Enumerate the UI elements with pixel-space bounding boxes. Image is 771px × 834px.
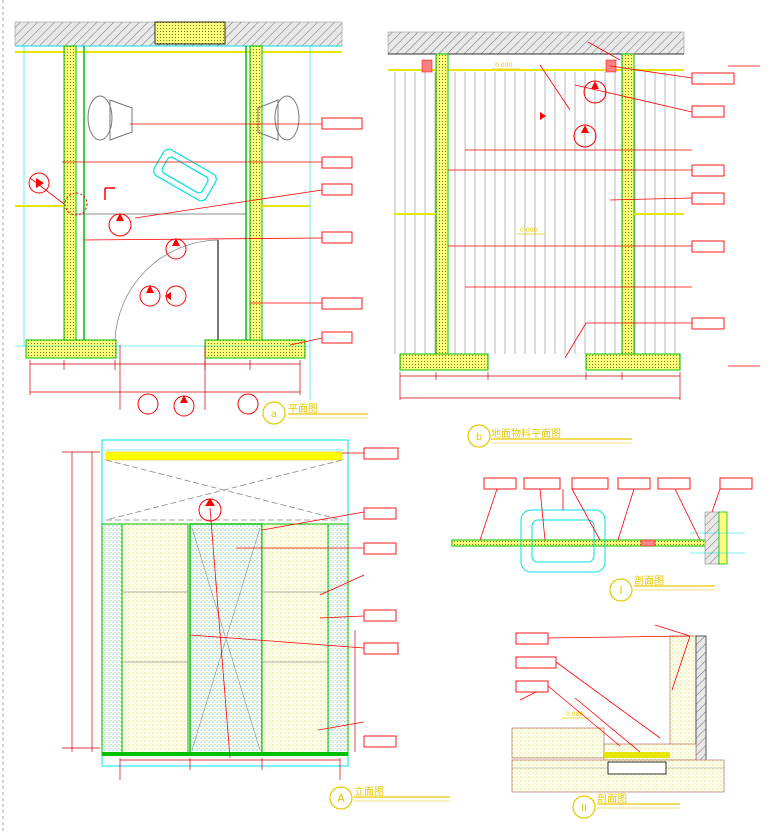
plan-a: a 平面图 xyxy=(14,21,368,425)
plan-a-left-wall xyxy=(63,45,77,347)
plan-b-level-center: 0.000 xyxy=(520,227,537,234)
section-I-tag xyxy=(657,477,691,490)
elevation-panel-left xyxy=(101,523,123,755)
plan-a-tag xyxy=(321,156,353,169)
plan-a-title-circle xyxy=(262,401,286,425)
plan-a-title-marker: a xyxy=(271,409,277,420)
elevation-tag xyxy=(363,609,397,622)
plan-a-right-wall xyxy=(249,45,263,347)
section-I-title-circle xyxy=(609,578,633,602)
plan-b-level-top: 0.000 xyxy=(495,62,512,69)
section-I-handle-inner xyxy=(531,519,595,563)
section-I-tag xyxy=(719,477,753,490)
plan-a-lintel xyxy=(154,21,226,45)
plan-a-tag xyxy=(321,231,353,244)
section-I-tag xyxy=(483,477,517,490)
section-I: I 剖面图 xyxy=(451,477,753,602)
plan-b-tag xyxy=(691,164,725,177)
lamp-icon xyxy=(257,95,300,141)
plan-b-left-wall xyxy=(435,53,449,355)
plan-a-base-right xyxy=(204,339,306,359)
section-I-tag xyxy=(571,477,609,490)
plan-a-tag xyxy=(321,297,363,310)
elevation-A: A 立面图 xyxy=(62,439,450,810)
plan-b-title: 地面物料平面图 xyxy=(491,427,561,440)
section-I-wall xyxy=(704,511,720,565)
plan-a-tag xyxy=(321,183,353,196)
plan-a-title: 平面图 xyxy=(288,403,318,415)
elevation-A-title: 立面图 xyxy=(354,785,384,798)
section-I-title-marker: I xyxy=(619,584,622,597)
section-II-title-marker: II xyxy=(581,803,587,814)
plan-b-tag xyxy=(691,192,725,205)
plan-a-tag xyxy=(321,117,363,130)
elevation-floor-line xyxy=(102,752,348,756)
elevation-panel-right xyxy=(327,523,349,755)
section-marker-icon xyxy=(28,172,259,417)
elevation-A-title-circle xyxy=(329,786,353,810)
section-II-tag xyxy=(515,632,549,645)
section-II-title: 剖面图 xyxy=(597,792,627,805)
plan-a-tag xyxy=(321,331,353,344)
plan-b-base-right xyxy=(585,353,681,371)
section-II-title-circle xyxy=(572,795,596,819)
elevation-panel-center-left xyxy=(121,523,189,755)
plan-b-base-left xyxy=(399,353,489,371)
plan-b-right-wall xyxy=(621,53,635,355)
section-II-step xyxy=(511,727,605,759)
elevation-A-title-marker: A xyxy=(337,792,345,805)
elevation-tag xyxy=(363,542,397,555)
section-I-slab xyxy=(451,539,708,547)
plan-b-title-marker: b xyxy=(476,432,482,443)
section-I-tag xyxy=(523,477,561,490)
lamp-icon xyxy=(87,95,133,141)
elevation-ceiling-strip xyxy=(105,451,343,461)
fixture-icon xyxy=(153,148,217,202)
elevation-marker-icon xyxy=(205,498,215,506)
section-I-tag xyxy=(617,477,651,490)
elevation-tag xyxy=(363,507,397,520)
section-II-tag xyxy=(515,656,557,669)
plan-b: 0.000 0.000 xyxy=(387,31,760,448)
section-I-title: 剖面图 xyxy=(634,574,664,587)
section-II-tag xyxy=(515,680,549,693)
plan-b-tag xyxy=(691,105,725,118)
section-II: 0.000 II 剖面图 xyxy=(511,624,725,819)
elevation-tag xyxy=(363,642,399,655)
section-II-level: 0.000 xyxy=(566,711,583,718)
elevation-panel-center-right xyxy=(261,523,329,755)
plan-a-base-left xyxy=(25,339,117,359)
plan-b-tag xyxy=(691,240,725,253)
elevation-tag xyxy=(363,447,399,460)
plan-b-top-wall xyxy=(387,31,685,55)
elevation-marker-icon xyxy=(540,81,599,133)
elevation-marker-icon xyxy=(36,178,188,403)
plan-b-title-circle xyxy=(467,424,491,448)
plan-b-tag xyxy=(691,72,735,85)
plan-b-tag xyxy=(691,317,725,330)
elevation-tag xyxy=(363,735,397,748)
door-swing xyxy=(114,239,219,341)
